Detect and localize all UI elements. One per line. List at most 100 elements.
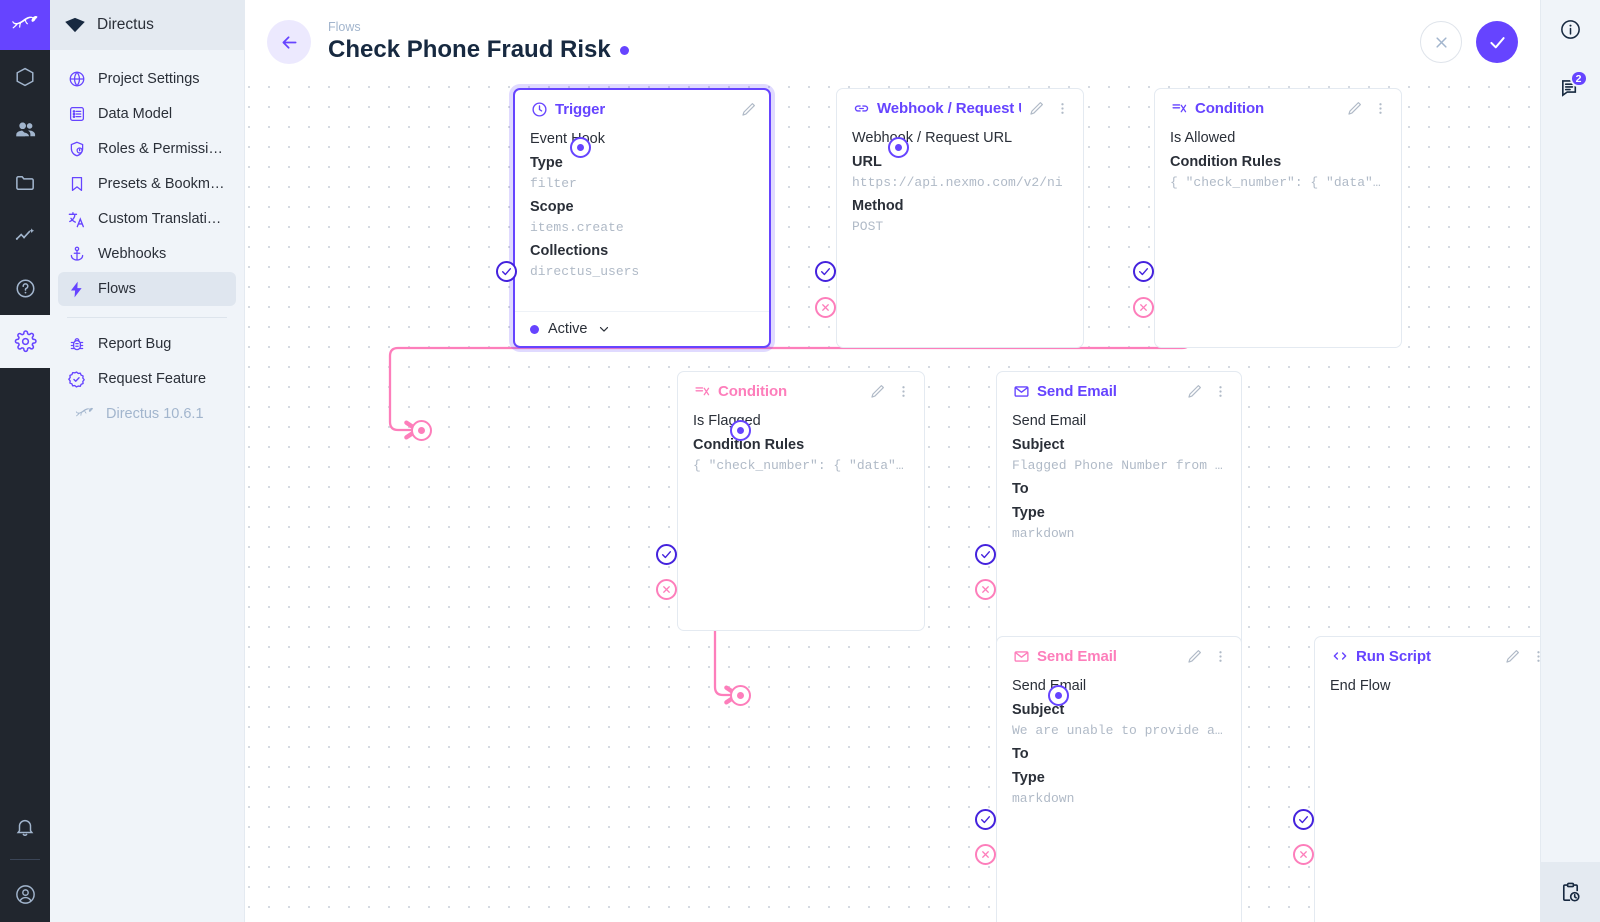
port-reject-webhook[interactable] (815, 297, 836, 318)
edit-pencil-icon[interactable] (1346, 100, 1363, 117)
check-icon (1299, 816, 1308, 824)
directus-logo-icon[interactable] (0, 0, 50, 50)
port-resolve-send-email-unable[interactable] (975, 809, 996, 830)
flow-node-run-script[interactable]: Run Script End Flow (1314, 636, 1540, 922)
port-resolve-condition-flagged[interactable] (656, 544, 677, 565)
link-icon (853, 100, 870, 117)
port-resolve-condition-allowed[interactable] (1133, 261, 1154, 282)
more-options-icon[interactable] (1054, 100, 1071, 117)
port-reject-run-script[interactable] (1293, 844, 1314, 865)
close-icon (1300, 851, 1307, 858)
node-body: Is Allowed Condition Rules { "check_numb… (1155, 127, 1401, 205)
port-input-webhook[interactable] (570, 137, 591, 158)
flow-node-send-email-unable[interactable]: Send Email Send Email Subject (996, 636, 1242, 922)
info-circle-icon (1561, 19, 1580, 39)
more-options-icon[interactable] (1372, 100, 1389, 117)
port-input-run-script[interactable] (1048, 685, 1069, 706)
port-reject-send-email-unable[interactable] (975, 844, 996, 865)
save-button[interactable] (1476, 21, 1518, 63)
field-value: items.create (530, 220, 624, 235)
node-header: Condition (678, 372, 924, 410)
field-label: Condition Rules (1170, 154, 1282, 170)
node-name: Is Flagged (693, 413, 761, 429)
sidebar-item-presets-bookmarks[interactable]: Presets & Bookmar... (58, 167, 236, 201)
field-label: Condition Rules (693, 437, 805, 453)
cancel-button[interactable] (1420, 21, 1462, 63)
sidebar-header-title: Directus (97, 16, 154, 33)
rail-item-notifications[interactable] (0, 800, 50, 853)
edit-pencil-icon[interactable] (1186, 648, 1203, 665)
edit-pencil-icon[interactable] (1504, 648, 1521, 665)
sidebar-item-flows[interactable]: Flows (58, 272, 236, 306)
breadcrumb[interactable]: Flows (328, 20, 361, 34)
port-resolve-trigger[interactable] (496, 261, 517, 282)
more-options-icon[interactable] (1212, 648, 1229, 665)
more-options-icon[interactable] (1212, 383, 1229, 400)
rail-item-file-library[interactable] (0, 156, 50, 209)
rail-item-settings[interactable] (0, 315, 50, 368)
more-options-icon[interactable] (895, 383, 912, 400)
edit-pencil-icon[interactable] (1186, 383, 1203, 400)
field-label: Subject (1012, 702, 1065, 718)
flow-topbar: Flows Check Phone Fraud Risk (245, 0, 1540, 84)
check-decagram-icon (67, 370, 86, 389)
sidebar-item-label: Custom Translations (98, 211, 227, 227)
port-input-condition-flagged[interactable] (411, 420, 432, 441)
sidebar-item-webhooks[interactable]: Webhooks (58, 237, 236, 271)
node-body: Webhook / Request URL URL https://api.ne… (837, 127, 1083, 249)
sidebar-item-label: Webhooks (98, 246, 167, 262)
sidebar-item-custom-translations[interactable]: Custom Translations (58, 202, 236, 236)
activity-log-button[interactable] (1540, 862, 1600, 922)
flow-canvas[interactable]: Trigger Event Hook Type filter Scope ite… (245, 84, 1540, 922)
port-reject-send-email-flagged[interactable] (975, 579, 996, 600)
field-label: To (1012, 746, 1029, 762)
flow-logs-badge: 2 (1569, 70, 1588, 87)
node-body: Send Email Subject Flagged Phone Number … (997, 410, 1241, 556)
port-input-send-email-unable[interactable] (730, 685, 751, 706)
flow-node-condition-flagged[interactable]: Condition Is Flagged Condition Rules (677, 371, 925, 631)
sidebar-item-label: Project Settings (98, 71, 200, 87)
port-resolve-webhook[interactable] (815, 261, 836, 282)
field-value: filter (530, 176, 577, 191)
edit-pencil-icon[interactable] (740, 101, 757, 118)
directus-rabbit-icon (75, 405, 94, 424)
clipboard-clock-icon (1562, 882, 1580, 902)
field-label: Method (852, 198, 904, 214)
flow-node-condition-allowed[interactable]: Condition Is Allowed Condition Rules (1154, 88, 1402, 348)
flow-logs-button[interactable]: 2 (1541, 58, 1600, 116)
rail-item-insights[interactable] (0, 209, 50, 262)
title-block: Flows Check Phone Fraud Risk (328, 20, 629, 64)
edit-pencil-icon[interactable] (869, 383, 886, 400)
check-icon (981, 551, 990, 559)
sidebar-item-request-feature[interactable]: Request Feature (58, 362, 236, 396)
code-icon (1331, 647, 1349, 665)
flow-info-button[interactable] (1541, 0, 1600, 58)
rail-item-user-directory[interactable] (0, 103, 50, 156)
port-resolve-run-script[interactable] (1293, 809, 1314, 830)
globe-icon (67, 70, 86, 89)
more-options-icon[interactable] (1530, 648, 1540, 665)
back-button[interactable] (267, 20, 311, 64)
edit-pencil-icon[interactable] (1028, 100, 1045, 117)
trigger-status-dropdown[interactable]: Active (515, 311, 769, 346)
field-label: Type (1012, 505, 1045, 521)
port-input-send-email-flagged[interactable] (730, 420, 751, 441)
field-value: We are unable to provide a… (1012, 723, 1223, 738)
rail-item-account[interactable] (0, 866, 50, 922)
close-icon (982, 586, 989, 593)
field-value: https://api.nexmo.com/v2/ni (852, 175, 1063, 190)
flow-node-trigger[interactable]: Trigger Event Hook Type filter Scope ite… (513, 88, 771, 348)
port-input-condition-allowed[interactable] (888, 137, 909, 158)
sidebar-item-roles-permissions[interactable]: Roles & Permissions (58, 132, 236, 166)
port-reject-condition-allowed[interactable] (1133, 297, 1154, 318)
flow-node-webhook[interactable]: Webhook / Request U Webhook / Request UR… (836, 88, 1084, 348)
sidebar-item-project-settings[interactable]: Project Settings (58, 62, 236, 96)
port-resolve-send-email-flagged[interactable] (975, 544, 996, 565)
rail-item-help[interactable] (0, 262, 50, 315)
sidebar-header[interactable]: Directus (50, 0, 244, 50)
sidebar-item-data-model[interactable]: Data Model (58, 97, 236, 131)
page-title: Check Phone Fraud Risk (328, 36, 629, 64)
rail-item-content[interactable] (0, 50, 50, 103)
port-reject-condition-flagged[interactable] (656, 579, 677, 600)
sidebar-item-report-bug[interactable]: Report Bug (58, 327, 236, 361)
